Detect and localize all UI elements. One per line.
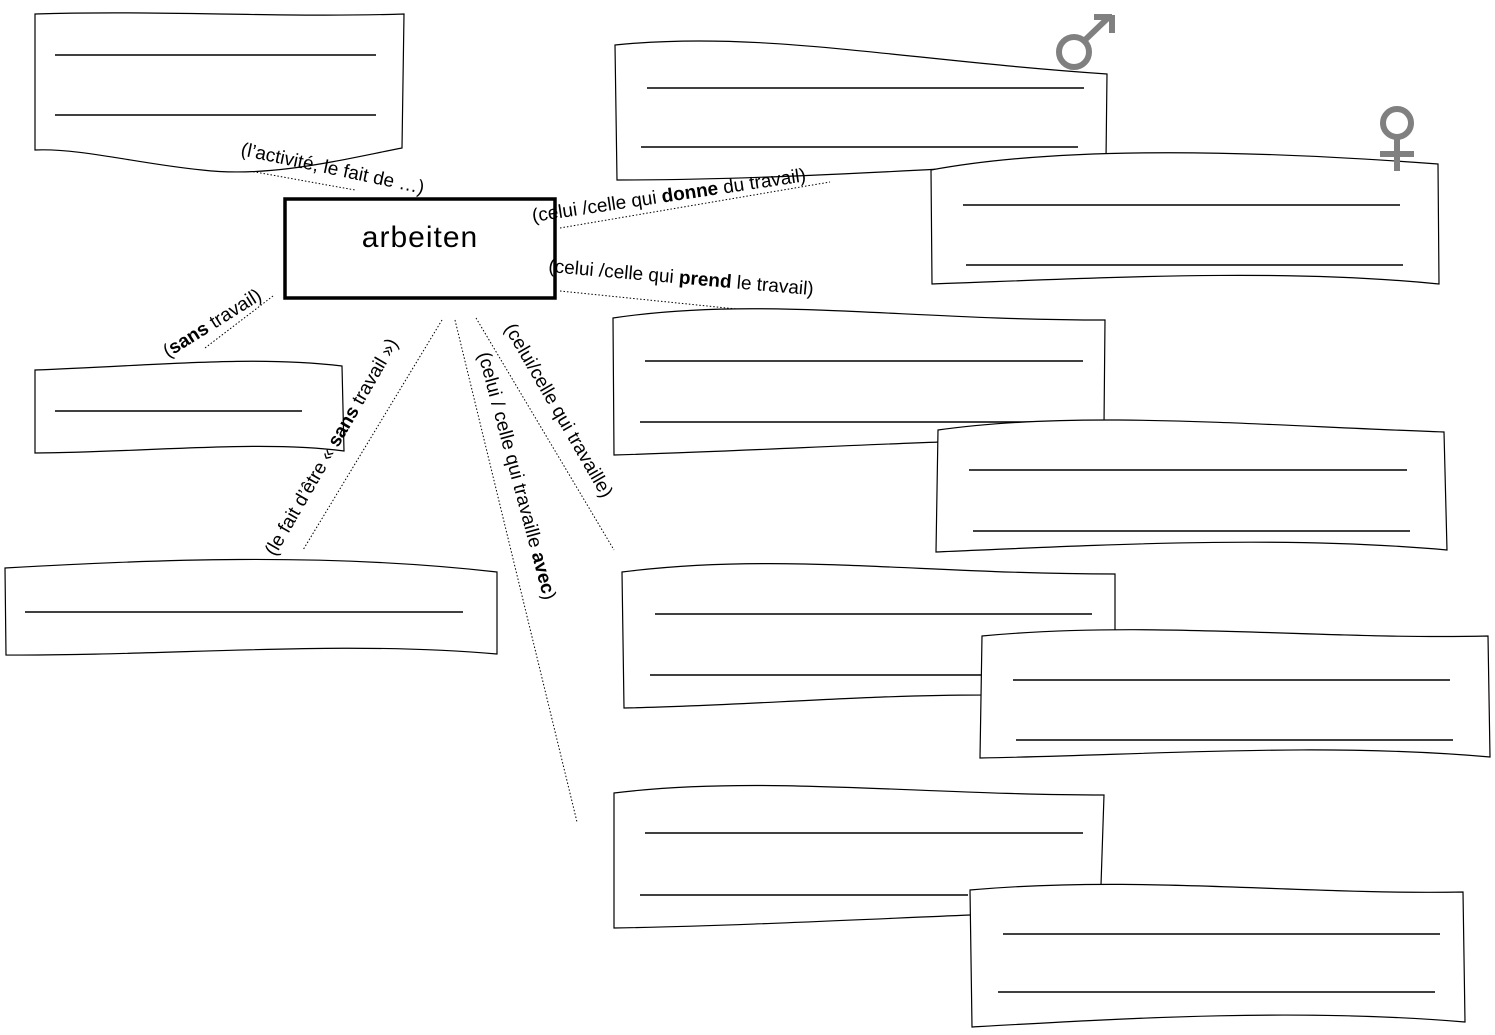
connector-worker [475,317,615,551]
connector-giver [559,181,831,229]
female-icon [1380,106,1414,171]
connector-without [204,295,274,349]
label-taker: (celui /celle qui prend le travail) [548,256,815,300]
answer-box-taker-male [612,308,1106,456]
connector-coworker [454,319,578,823]
center-node: arbeiten [283,197,557,300]
male-icon [1056,14,1115,70]
answer-box-coworker-female [969,883,1466,1028]
answer-box-taker-female [935,419,1448,553]
answer-box-activity [34,12,405,173]
label-without: (sans travail) [160,285,266,362]
connector-being-without [302,319,443,551]
answer-box-being-without [4,558,498,656]
answer-box-giver-female [930,152,1440,285]
center-word: arbeiten [362,221,478,254]
answer-box-worker-female [979,629,1491,759]
answer-box-without [34,360,345,454]
